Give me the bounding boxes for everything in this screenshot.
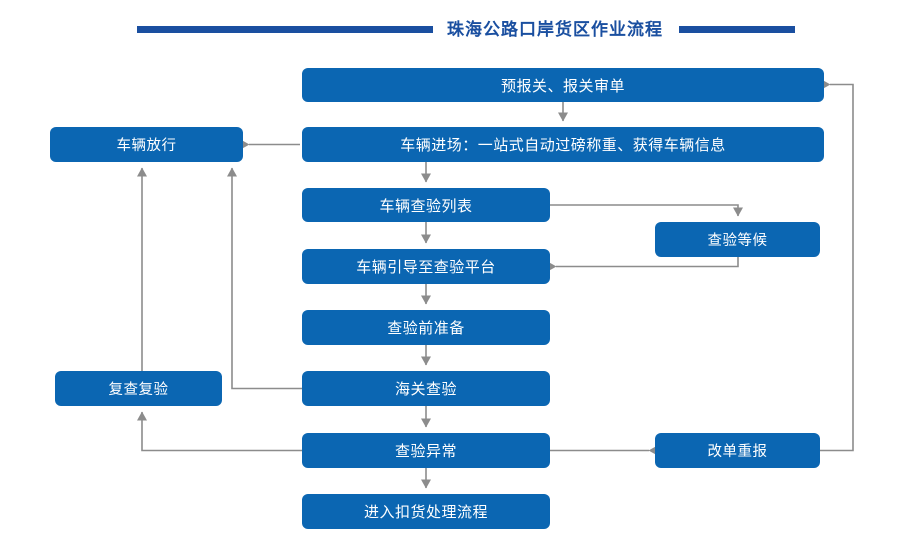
flow-node-pre-inspect[interactable]: 查验前准备 xyxy=(302,310,550,345)
flow-node-inspect-list[interactable]: 车辆查验列表 xyxy=(302,188,550,222)
flow-node-amend-redeclare[interactable]: 改单重报 xyxy=(655,433,820,468)
flow-node-label: 复查复验 xyxy=(108,382,169,398)
connector-e-wait-to-guide xyxy=(547,257,739,272)
flow-node-inspect-abnormal[interactable]: 查验异常 xyxy=(302,433,550,468)
connector-e-customs-to-release xyxy=(227,167,302,390)
flow-node-label: 查验异常 xyxy=(394,443,457,460)
connector-e-list-to-wait xyxy=(550,204,743,217)
flow-node-label: 车辆查验列表 xyxy=(379,197,473,215)
flow-node-label: 进入扣货处理流程 xyxy=(363,504,488,521)
flow-node-label: 预报关、报关审单 xyxy=(500,77,625,95)
page-title-text: 珠海公路口岸货区作业流程 xyxy=(447,19,663,39)
flow-node-label: 车辆放行 xyxy=(116,138,177,154)
flow-node-inspect-wait[interactable]: 查验等候 xyxy=(655,222,820,257)
flow-node-label: 车辆引导至查验平台 xyxy=(356,259,496,276)
page-title: 珠海公路口岸货区作业流程 xyxy=(0,14,916,44)
flow-node-customs-inspect[interactable]: 海关查验 xyxy=(302,371,550,406)
connector-e-abnormal-to-recheck xyxy=(137,411,302,452)
flow-node-label: 查验等候 xyxy=(707,233,768,249)
flow-node-detain-process[interactable]: 进入扣货处理流程 xyxy=(302,494,550,529)
connector-e-amend-to-predeclare xyxy=(820,79,854,452)
flow-node-label: 车辆进场：一站式自动过磅称重、获得车辆信息 xyxy=(400,137,726,154)
title-rule-right xyxy=(679,25,795,33)
title-rule-left xyxy=(137,25,433,33)
flow-node-recheck[interactable]: 复查复验 xyxy=(55,371,222,406)
flow-node-vehicle-release[interactable]: 车辆放行 xyxy=(50,127,243,162)
flow-node-label: 海关查验 xyxy=(394,381,457,398)
flow-node-pre-declare[interactable]: 预报关、报关审单 xyxy=(302,68,824,102)
flow-node-guide-platform[interactable]: 车辆引导至查验平台 xyxy=(302,249,550,284)
flow-node-vehicle-entry[interactable]: 车辆进场：一站式自动过磅称重、获得车辆信息 xyxy=(302,127,824,162)
flow-node-label: 改单重报 xyxy=(707,444,768,460)
flow-node-label: 查验前准备 xyxy=(387,320,465,337)
